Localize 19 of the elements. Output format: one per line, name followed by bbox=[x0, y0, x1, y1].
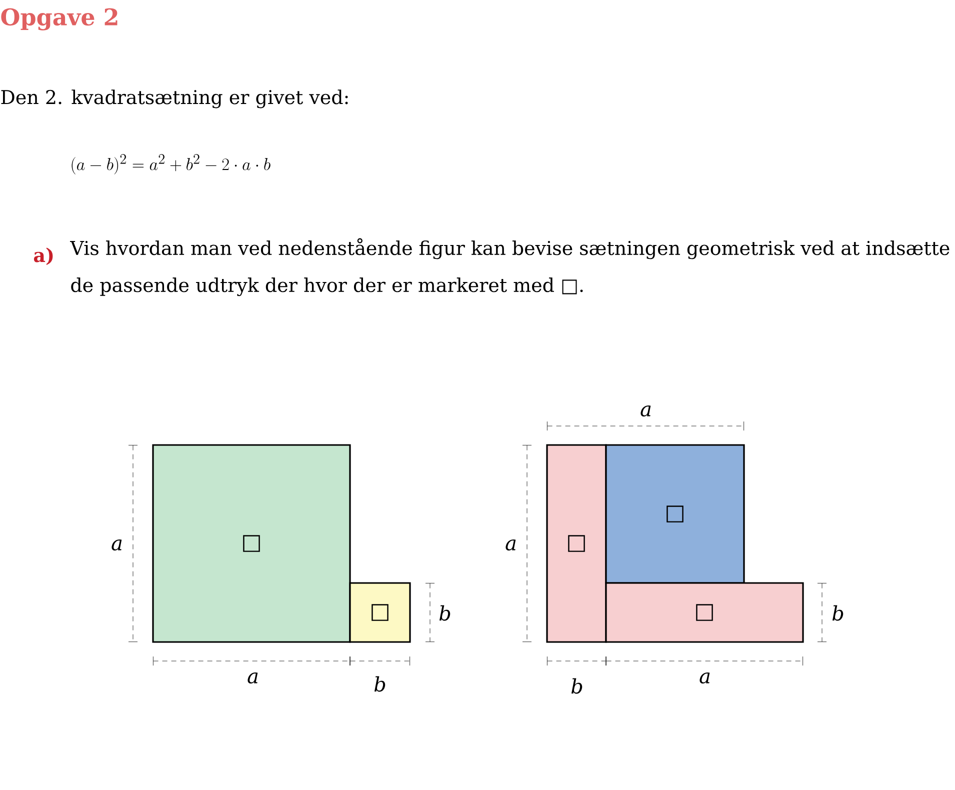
dimension-label: a bbox=[640, 406, 651, 416]
dimension-label: a bbox=[700, 672, 710, 684]
filled-rectangle: □ bbox=[349, 582, 411, 643]
filled-rectangle: □ bbox=[605, 444, 745, 584]
dimension-label: b bbox=[571, 678, 582, 694]
dimension-label: b bbox=[439, 605, 450, 621]
filled-rectangle: □ bbox=[152, 444, 351, 643]
filled-rectangle: □ bbox=[605, 582, 804, 643]
formula: $(a-b)^2=a^2+b^2-2\cdot a\cdot b$ bbox=[72, 154, 270, 174]
intro-text: Den 2. kvadratsætning er givet ved: bbox=[1, 90, 348, 108]
dimension-label: a bbox=[506, 540, 516, 550]
filled-rectangle: □ bbox=[546, 444, 607, 643]
question-letter: a) bbox=[34, 248, 53, 265]
dimension-label: a bbox=[112, 540, 122, 550]
dimension-label: a bbox=[248, 672, 258, 684]
title: Opgave 2 bbox=[1, 8, 118, 30]
dimension-label: b bbox=[374, 676, 386, 692]
dimension-label: b bbox=[832, 605, 844, 621]
question-text: Vis hvordan man ved nedenstående figur kan bevise sætningen geometrisk ved at indsætte de passende udtryk der hvor der er markeret med □. bbox=[70, 238, 950, 296]
